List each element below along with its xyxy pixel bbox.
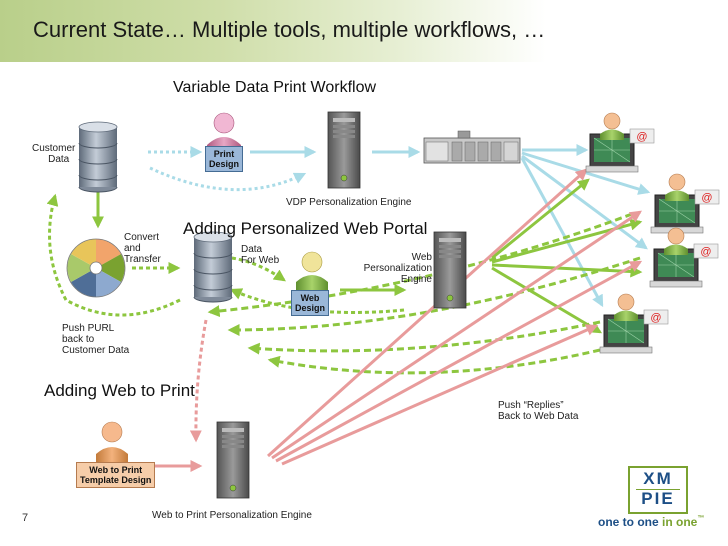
section-title-vdp: Variable Data Print Workflow bbox=[173, 79, 377, 96]
web-to-print-arrows bbox=[148, 168, 643, 472]
push-purl-label: Push PURL back to Customer Data bbox=[62, 323, 130, 356]
disc-icon bbox=[66, 238, 126, 298]
web-design-badge: Web Design bbox=[291, 290, 330, 316]
recipient-computer-icon bbox=[650, 173, 720, 234]
web-to-print-design-badge: Web to Print Template Design bbox=[76, 462, 156, 488]
web-engine-label: Web Personalization Engine bbox=[363, 252, 432, 285]
web-to-print-engine-label: Web to Print Personalization Engine bbox=[152, 510, 312, 521]
customer-data-database-icon bbox=[78, 121, 118, 193]
customer-data-label: Customer Data bbox=[32, 143, 76, 165]
web-data-database-icon bbox=[193, 231, 233, 303]
logo-tagline: one to one in one™ bbox=[598, 515, 705, 529]
convert-transfer-label: Convert and Transfer bbox=[124, 232, 161, 265]
recipient-computer-icon bbox=[585, 112, 655, 173]
title-bar bbox=[0, 0, 728, 62]
slide-title: Current State… Multiple tools, multiple … bbox=[33, 17, 546, 42]
data-for-web-label: Data For Web bbox=[241, 244, 280, 266]
web-to-print-server-icon bbox=[216, 421, 250, 499]
page-number: 7 bbox=[22, 512, 29, 524]
section-title-web-to-print: Adding Web to Print bbox=[44, 381, 195, 400]
vdp-engine-server-icon bbox=[327, 111, 361, 189]
printing-press-icon bbox=[423, 130, 521, 164]
web-arrows bbox=[46, 178, 643, 375]
recipient-computer-icon bbox=[649, 227, 719, 288]
vdp-engine-label: VDP Personalization Engine bbox=[286, 197, 412, 208]
web-engine-server-icon bbox=[433, 231, 467, 309]
recipient-computer-icon bbox=[599, 293, 669, 354]
push-replies-label: Push “Replies” Back to Web Data bbox=[498, 400, 579, 422]
section-title-web-portal: Adding Personalized Web Portal bbox=[183, 219, 428, 238]
xmpie-logo: XM PIE bbox=[628, 466, 688, 514]
print-design-badge: Print Design bbox=[205, 146, 244, 172]
